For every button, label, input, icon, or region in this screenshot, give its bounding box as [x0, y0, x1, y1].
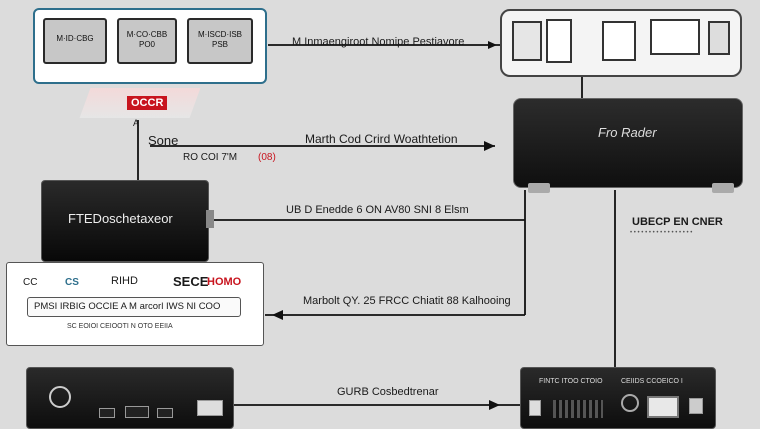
arrow-link2: [484, 141, 495, 151]
bottom-left-device: [26, 367, 234, 429]
card-field: PMSI IRBIG OCCIE A M arcorl IWS NI COO: [27, 297, 241, 317]
recorder-foot-right: [712, 183, 734, 193]
port-c: [602, 21, 636, 61]
top-link-label: M Inmaengiroot Nomipe Pestiavore: [292, 36, 465, 48]
owner-title: UBECP EN CNER: [632, 216, 723, 228]
card-right-black: SECE: [173, 274, 209, 289]
encoder-side-connector: [206, 210, 214, 228]
card-foot: SC EOIOI CEIOOTI N OTO EEIIA: [67, 323, 173, 330]
port-d: [650, 19, 700, 55]
usb-port: [529, 400, 541, 416]
arrow-top: [488, 41, 497, 49]
arrow-link5: [489, 400, 500, 410]
port-a: [512, 21, 542, 61]
card-center-label: RIHD: [111, 275, 138, 287]
card-right-red: HOMO: [207, 276, 242, 288]
device-logo-icon: [49, 386, 71, 408]
recorder-device: Fro Rader: [513, 98, 743, 188]
card-field-text: PMSI IRBIG OCCIE A M arcorl IWS NI COO: [34, 301, 221, 312]
port-b: [546, 19, 572, 63]
top-right-device: [500, 9, 742, 77]
slot-2-sub: PO0: [138, 40, 155, 49]
card-left-a: CC: [23, 277, 38, 288]
link5-label: GURB Cosbedtrenar: [337, 386, 439, 398]
owner-subtext: • • • • • • • • • • • • • • • • •: [630, 230, 693, 236]
port-a-label: A: [133, 118, 140, 128]
vent-grille: [553, 400, 603, 418]
arrow-link4: [272, 310, 283, 320]
top-switch-panel: M·ID·CBG M·CO·CBB PO0 M·ISCD·ISB PSB: [33, 8, 267, 84]
bottom-right-labels: FINTC ITOO CTOIO: [539, 378, 603, 385]
logo-badge: OCCR: [127, 96, 168, 110]
hdmi-port-4: [197, 400, 223, 416]
slot-1-label: M·ID·CBG: [56, 34, 94, 43]
power-port: [689, 398, 703, 414]
audio-jack: [621, 394, 639, 412]
slot-2: M·CO·CBB PO0: [117, 18, 177, 64]
slot-3-sub: PSB: [211, 40, 228, 49]
source-code-red: (08): [258, 152, 276, 163]
bottom-right-device: FINTC ITOO CTOIO CEIIDS CCOEICO I: [520, 367, 716, 429]
source-side-label: Sone: [148, 133, 179, 148]
port-e: [708, 21, 730, 55]
encoder-device: FTEDoschetaxeor: [41, 180, 209, 262]
recorder-foot-left: [528, 183, 550, 193]
link2-label: Marth Cod Crird Woathtetion: [305, 132, 458, 146]
link3-label: UB D Enedde 6 ON AV80 SNI 8 Elsm: [286, 204, 469, 216]
hdmi-port-3: [157, 408, 173, 418]
encoder-brand: FTEDoschetaxeor: [68, 211, 173, 226]
slot-3-label: M·ISCD·ISB: [198, 30, 242, 39]
slot-2-label: M·CO·CBB: [126, 30, 168, 39]
recorder-brand: Fro Rader: [598, 125, 657, 140]
card-left-b: CS: [65, 277, 79, 288]
hdmi-port-1: [99, 408, 115, 418]
slot-1: M·ID·CBG: [43, 18, 107, 64]
slot-3: M·ISCD·ISB PSB: [187, 18, 253, 64]
ethernet-port: [647, 396, 679, 418]
hdmi-port-2: [125, 406, 149, 418]
link4-label: Marbolt QY. 25 FRCC Chiatit 88 Kalhooing: [303, 295, 511, 307]
bottom-right-labels-2: CEIIDS CCOEICO I: [621, 378, 683, 385]
config-card: CC CS RIHD SECE HOMO PMSI IRBIG OCCIE A …: [6, 262, 264, 346]
source-code-label: RO COI 7'M: [183, 152, 238, 163]
